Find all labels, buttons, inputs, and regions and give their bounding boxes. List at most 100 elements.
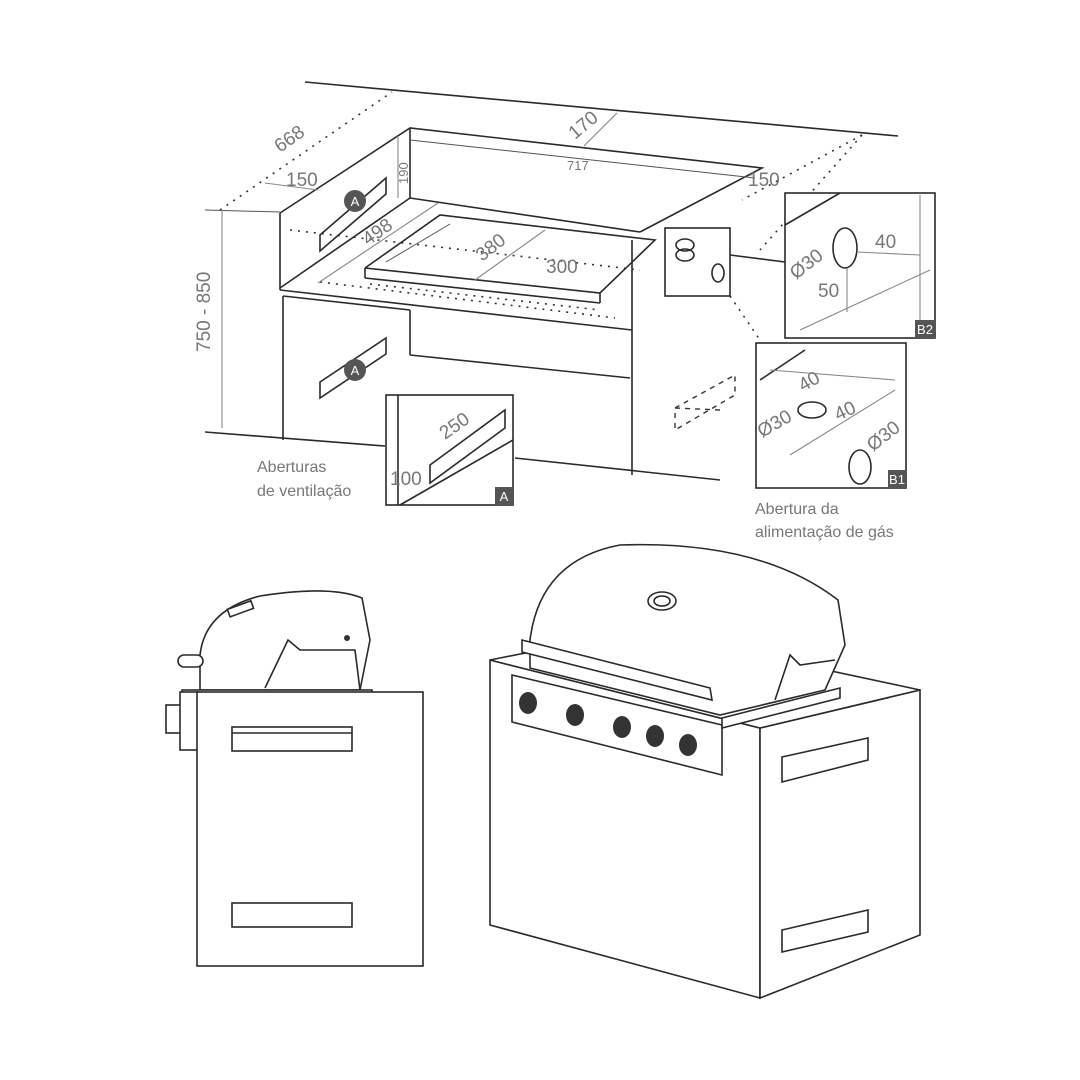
inset-a-floor <box>399 439 514 506</box>
hidden-line-2 <box>319 281 616 319</box>
wall-line <box>304 81 899 137</box>
vent-caption-line1: Aberturas <box>257 459 326 476</box>
inset-a-tag: A <box>500 489 509 504</box>
inset-a-height-label: 100 <box>390 469 422 490</box>
lower-back <box>409 354 631 379</box>
knob-2[interactable] <box>566 704 584 726</box>
depth-dim-label: 668 <box>271 122 309 157</box>
inset-b2-tag: B2 <box>917 322 933 337</box>
lid-handle <box>521 638 713 702</box>
hidden-line-1 <box>289 229 641 271</box>
vent-caption-line2: de ventilação <box>257 483 351 500</box>
vent-marker-a-upper <box>344 190 366 212</box>
inset-b2-hole <box>832 227 858 269</box>
gas-box <box>664 227 731 297</box>
gas-caption-line2: alimentação de gás <box>755 524 894 541</box>
inset-b1-floor <box>789 389 896 456</box>
cutout-rim <box>279 127 765 233</box>
island-cutout-drawing: A A 750 - 850 668 170 717 150 <box>194 81 899 481</box>
back-offset-line <box>583 112 618 147</box>
tray-outline <box>364 214 657 294</box>
lid-thermometer-inner <box>653 595 671 607</box>
countertop-left-edge <box>219 91 393 211</box>
inset-b2-floor <box>799 269 931 331</box>
countertop-right-edge2 <box>759 134 863 251</box>
inset-b2-frame <box>784 192 936 339</box>
grill-perspective-view <box>489 543 921 1000</box>
tray-depth-label: 380 <box>472 230 510 266</box>
left-offset-line <box>264 182 319 191</box>
lower-top <box>282 295 411 311</box>
side-handle <box>226 599 255 618</box>
hidden-gas-box <box>674 373 736 432</box>
side-vent-top <box>231 726 353 752</box>
inset-b1-back <box>769 369 896 381</box>
grill-hinge <box>774 653 836 701</box>
inset-b1-tag: B1 <box>889 472 905 487</box>
knob-4[interactable] <box>646 725 664 747</box>
grill-side-view <box>165 590 424 967</box>
inset-b1-edge <box>759 349 806 381</box>
vent-slot-lower <box>319 336 387 400</box>
inset-b1-hole-front <box>848 449 872 485</box>
cutout-back-inner <box>409 139 756 179</box>
gas-hole-top2 <box>675 248 695 262</box>
tray-depth-line <box>474 229 546 281</box>
cutout-back-bottom <box>409 197 641 233</box>
leader-b1 <box>729 295 761 341</box>
back-offset-label: 170 <box>565 107 603 143</box>
inset-b1-hole-top <box>797 401 827 419</box>
side-lid-dot <box>344 635 350 641</box>
knob-3[interactable] <box>613 716 631 738</box>
tray-inner <box>385 223 451 263</box>
inset-b1-tag-bg <box>888 470 906 488</box>
cutout-depth-label: 498 <box>359 215 397 250</box>
vent-marker-a-lower <box>344 359 366 381</box>
knob-5[interactable] <box>679 734 697 756</box>
height-dim-label: 750 - 850 <box>194 272 215 352</box>
floor-line-right <box>514 457 721 481</box>
cutout-floor-left <box>279 197 411 289</box>
tray-front <box>364 277 601 304</box>
left-offset-label: 150 <box>286 170 318 191</box>
side-cabinet <box>196 691 424 967</box>
inset-b1-frame <box>755 342 907 489</box>
side-lid-hinge <box>264 638 361 691</box>
countertop-left-line <box>204 209 281 213</box>
side-vent-bottom <box>231 902 353 928</box>
inset-b2-side-label: 40 <box>875 232 896 253</box>
inset-b2-40-line <box>856 251 921 256</box>
right-offset-label: 150 <box>748 170 780 191</box>
cabinet-vent-bottom <box>781 908 869 954</box>
tray-hidden <box>369 283 601 311</box>
control-knobs <box>519 692 697 756</box>
inset-b1: 40 Ø30 40 Ø30 B1 <box>754 342 907 489</box>
vent-marker-a-upper-label: A <box>351 194 360 209</box>
vent-marker-a-lower-label: A <box>351 363 360 378</box>
floor-line-left <box>204 431 386 447</box>
side-panel <box>179 691 199 751</box>
inset-b2: Ø30 40 50 B2 <box>784 192 936 339</box>
leader-b2 <box>729 254 786 263</box>
countertop-right-edge <box>741 134 863 201</box>
gas-caption-line1: Abertura da <box>755 501 839 518</box>
inset-b2-tag-bg <box>915 320 935 338</box>
inset-a-tag-bg <box>495 487 513 505</box>
cutout-width-label: 717 <box>567 158 589 173</box>
lid-thermometer <box>647 591 677 611</box>
island-front-top <box>279 289 633 331</box>
side-knob-bar <box>177 654 204 668</box>
gas-hole-top <box>675 238 695 252</box>
cutout-depth-line <box>317 202 439 284</box>
inset-a-slot <box>429 408 506 485</box>
grill-side-trim <box>721 686 841 730</box>
inset-b2-edge <box>784 192 841 226</box>
inset-a: 250 100 A <box>385 394 514 506</box>
tray-width-label: 300 <box>546 257 578 278</box>
gas-hole-side <box>711 263 725 283</box>
inset-b2-height-label: 50 <box>818 281 839 302</box>
knob-1[interactable] <box>519 692 537 714</box>
side-lid <box>199 590 371 691</box>
